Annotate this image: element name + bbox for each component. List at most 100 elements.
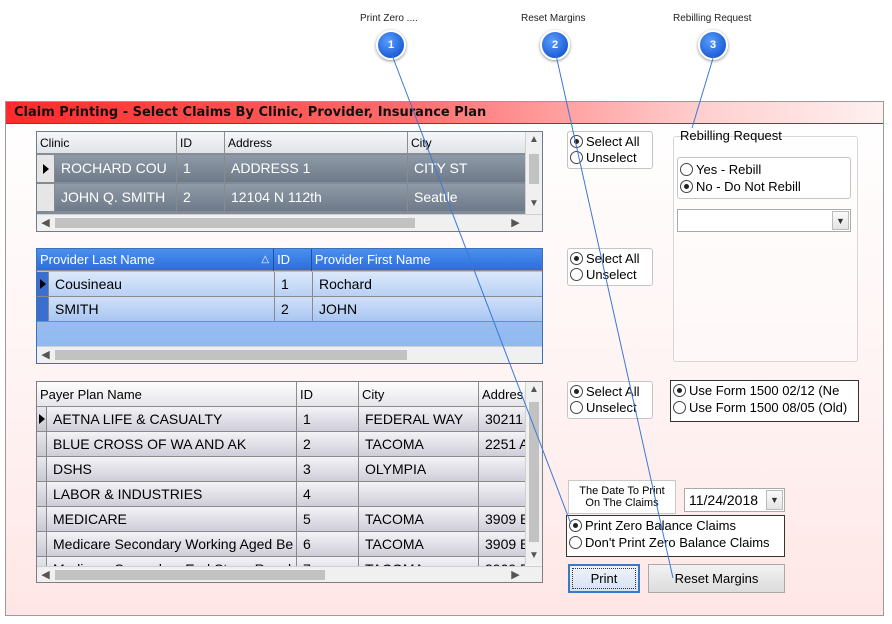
header-city[interactable]: City [408, 132, 526, 154]
clinic-vscroll[interactable]: ▲ ▼ [525, 132, 542, 214]
cell-city[interactable]: Seattle [408, 184, 526, 212]
cell-id[interactable]: 1 [297, 407, 359, 432]
scroll-thumb[interactable] [55, 350, 407, 360]
provider-hscroll[interactable]: ◀ [37, 346, 542, 363]
radio-icon[interactable] [680, 180, 693, 193]
cell-address[interactable] [479, 482, 525, 507]
scroll-left-icon[interactable]: ◀ [41, 349, 50, 361]
table-row[interactable]: Cousineau 1 Rochard [37, 272, 542, 297]
cell-city[interactable]: OLYMPIA [359, 457, 479, 482]
radio-icon[interactable] [673, 401, 686, 414]
row-selector[interactable] [37, 432, 47, 457]
header-city[interactable]: City [359, 382, 479, 407]
cell-clinic[interactable]: ROCHARD COU [55, 155, 177, 183]
table-row[interactable]: LABOR & INDUSTRIES 4 [37, 482, 525, 507]
cell-payer-plan[interactable]: DSHS [47, 457, 297, 482]
radio-icon[interactable] [570, 135, 583, 148]
row-selector[interactable] [37, 457, 47, 482]
cell-provider-last[interactable]: SMITH [49, 297, 275, 322]
cell-id[interactable]: 5 [297, 507, 359, 532]
header-id[interactable]: ID [297, 382, 359, 407]
cell-address[interactable]: 12104 N 112th [225, 184, 408, 212]
cell-id[interactable]: 1 [275, 272, 313, 297]
print-button[interactable]: Print [568, 564, 640, 593]
scroll-up-icon[interactable]: ▲ [529, 134, 539, 145]
cell-city[interactable]: CITY ST [408, 155, 526, 183]
rebilling-dropdown[interactable]: ▼ [677, 209, 851, 232]
radio-icon[interactable] [570, 252, 583, 265]
payer-hscroll[interactable]: ◀ ▶ [37, 566, 542, 582]
header-id[interactable]: ID [177, 132, 225, 154]
cell-payer-plan[interactable]: MEDICARE [47, 507, 297, 532]
chevron-down-icon[interactable]: ▼ [766, 490, 783, 510]
rebill-yes[interactable]: Yes - Rebill [680, 162, 761, 177]
form-1500-0212[interactable]: Use Form 1500 02/12 (Ne [673, 383, 839, 398]
scroll-left-icon[interactable]: ◀ [41, 569, 50, 581]
scroll-up-icon[interactable]: ▲ [529, 384, 539, 395]
cell-id[interactable]: 1 [177, 155, 225, 183]
cell-provider-first[interactable]: Rochard [313, 272, 542, 297]
row-selector[interactable] [37, 482, 47, 507]
scroll-thumb[interactable] [55, 218, 415, 228]
cell-id[interactable]: 6 [297, 532, 359, 557]
table-row[interactable]: DSHS 3 OLYMPIA [37, 457, 525, 482]
header-provider-first[interactable]: Provider First Name [314, 252, 431, 267]
callout-1-badge[interactable]: 1 [376, 30, 406, 60]
cell-payer-plan[interactable]: BLUE CROSS OF WA AND AK [47, 432, 297, 457]
reset-margins-button[interactable]: Reset Margins [648, 564, 785, 593]
cell-id[interactable]: 2 [297, 432, 359, 457]
scroll-down-icon[interactable]: ▼ [529, 198, 539, 209]
cell-address[interactable]: ADDRESS 1 [225, 155, 408, 183]
radio-icon[interactable] [570, 385, 583, 398]
cell-clinic[interactable]: JOHN Q. SMITH [55, 184, 177, 212]
scroll-thumb[interactable] [529, 402, 539, 542]
chevron-down-icon[interactable]: ▼ [832, 211, 849, 230]
clinic-hscroll[interactable]: ◀ ▶ [37, 214, 542, 231]
callout-3-badge[interactable]: 3 [698, 30, 728, 60]
form-1500-0805[interactable]: Use Form 1500 08/05 (Old) [673, 400, 847, 415]
print-date-picker[interactable]: 11/24/2018 ▼ [684, 488, 785, 512]
scroll-left-icon[interactable]: ◀ [41, 217, 50, 229]
radio-icon[interactable] [673, 384, 686, 397]
clinic-grid[interactable]: Clinic ID Address City ROCHARD COU 1 ADD… [36, 131, 543, 232]
row-selector[interactable] [37, 155, 55, 183]
cell-city[interactable]: TACOMA [359, 532, 479, 557]
header-payer-plan[interactable]: Payer Plan Name [37, 382, 297, 407]
cell-provider-last[interactable]: Cousineau [49, 272, 275, 297]
clinic-select-all[interactable]: Select All [570, 134, 639, 149]
row-selector[interactable] [37, 507, 47, 532]
scroll-thumb[interactable] [529, 154, 539, 184]
provider-grid[interactable]: Provider Last Name △ ID Provider First N… [36, 248, 543, 364]
header-id[interactable]: ID [274, 249, 312, 271]
radio-icon[interactable] [570, 268, 583, 281]
scroll-right-icon[interactable]: ▶ [511, 217, 520, 229]
cell-city[interactable]: FEDERAL WAY [359, 407, 479, 432]
table-row[interactable]: MEDICARE 5 TACOMA 3909 B [37, 507, 525, 532]
table-row[interactable]: SMITH 2 JOHN [37, 297, 542, 322]
provider-unselect[interactable]: Unselect [570, 267, 637, 282]
cell-payer-plan[interactable]: LABOR & INDUSTRIES [47, 482, 297, 507]
scroll-thumb[interactable] [55, 570, 325, 580]
cell-address[interactable]: 30211 [479, 407, 525, 432]
radio-icon[interactable] [569, 519, 582, 532]
cell-id[interactable]: 3 [297, 457, 359, 482]
cell-city[interactable]: TACOMA [359, 507, 479, 532]
row-selector[interactable] [37, 532, 47, 557]
rebill-no[interactable]: No - Do Not Rebill [680, 179, 801, 194]
row-selector[interactable] [37, 184, 55, 212]
table-row[interactable]: Medicare Secondary Working Aged Be 6 TAC… [37, 532, 525, 557]
header-address[interactable]: Addres [482, 387, 524, 402]
table-row[interactable]: ROCHARD COU 1 ADDRESS 1 CITY ST [37, 155, 526, 183]
payer-unselect[interactable]: Unselect [570, 400, 637, 415]
callout-2-badge[interactable]: 2 [540, 30, 570, 60]
radio-icon[interactable] [570, 401, 583, 414]
radio-icon[interactable] [569, 536, 582, 549]
radio-icon[interactable] [680, 163, 693, 176]
dont-print-zero-balance[interactable]: Don't Print Zero Balance Claims [569, 535, 770, 550]
payer-grid[interactable]: Payer Plan Name ID City Addres AETNA LIF… [36, 381, 543, 583]
row-selector[interactable] [37, 407, 47, 432]
payer-vscroll[interactable]: ▲ ▼ [525, 382, 542, 564]
cell-address[interactable]: 2251 A [479, 432, 525, 457]
cell-provider-first[interactable]: JOHN [313, 297, 542, 322]
header-address[interactable]: Address [225, 132, 408, 154]
